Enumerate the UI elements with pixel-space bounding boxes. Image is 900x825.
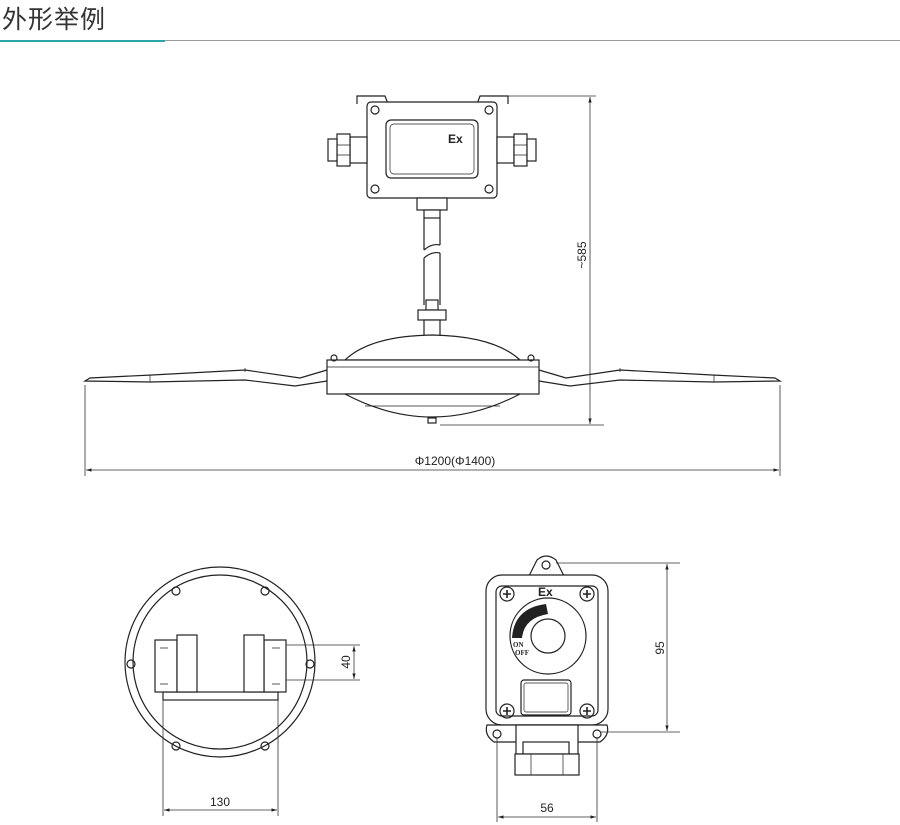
fan-blade-right xyxy=(538,368,783,387)
motor-housing xyxy=(326,334,540,424)
switch-ex-label: Ex xyxy=(538,585,553,599)
rotary-switch: ON OFF xyxy=(509,597,587,675)
down-rod xyxy=(416,197,448,337)
switch-width-label: 56 xyxy=(540,801,554,815)
switch-box-front: Ex ON OFF 95 56 xyxy=(485,555,680,822)
diameter-dimension: Φ1200(Φ1400) xyxy=(84,385,781,476)
switch-height-dimension: 95 xyxy=(556,562,680,733)
off-label: OFF xyxy=(515,649,529,657)
width-dimension-label: 130 xyxy=(210,795,230,809)
screws xyxy=(499,586,595,719)
cable-gland-right xyxy=(496,133,537,167)
switch-width-dimension: 56 xyxy=(496,738,598,822)
bracket-dimension-label: 40 xyxy=(339,655,353,669)
mounting-base-plan: 40 130 xyxy=(124,566,360,816)
switch-height-label: 95 xyxy=(653,641,667,655)
title-divider xyxy=(0,40,900,41)
on-label: ON xyxy=(513,641,524,649)
width-dimension: 130 xyxy=(162,700,279,816)
ceiling-fan-elevation: Ex xyxy=(82,95,783,476)
mounting-holes xyxy=(126,586,315,751)
bracket xyxy=(154,634,287,701)
cable-gland-left xyxy=(327,133,368,167)
height-dimension-label: ~585 xyxy=(575,241,589,268)
diameter-dimension-label: Φ1200(Φ1400) xyxy=(415,454,496,468)
title-accent-bar xyxy=(0,40,165,42)
bracket-dimension: 40 xyxy=(286,644,360,681)
page-title: 外形举例 xyxy=(2,5,107,34)
junction-box-ex-label: Ex xyxy=(448,132,463,146)
height-dimension: ~585 xyxy=(440,95,604,426)
fan-blade-left xyxy=(82,368,328,387)
junction-box: Ex xyxy=(327,95,537,199)
